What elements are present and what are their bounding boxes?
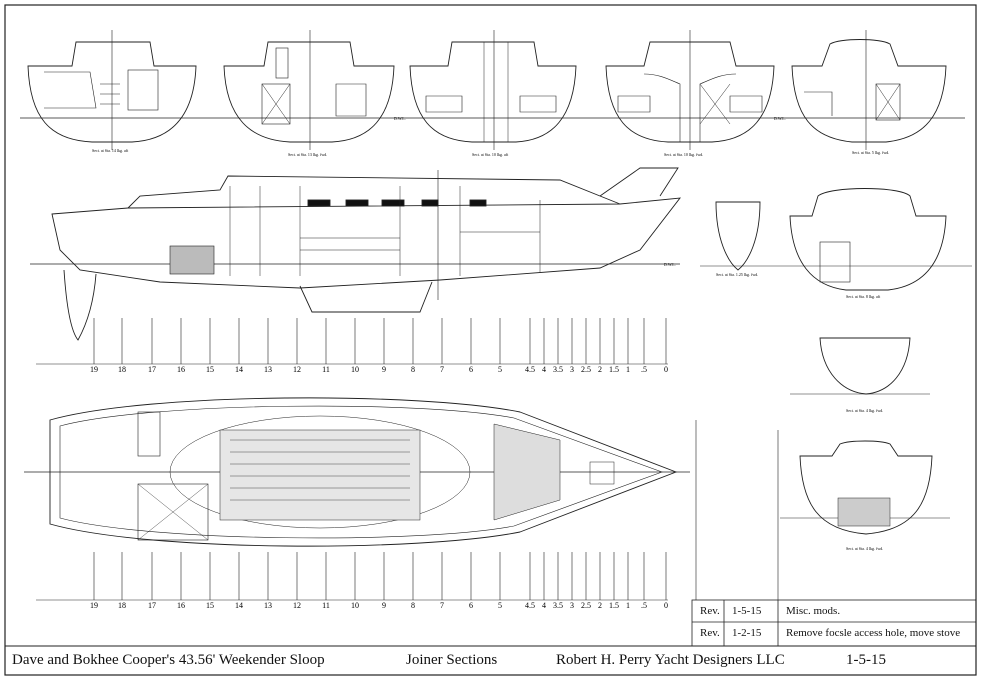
station-label-top: 3.5 xyxy=(553,365,563,374)
station-label-bottom: .5 xyxy=(641,601,647,610)
sheet-title: Joiner Sections xyxy=(406,652,498,668)
station-label-top: 2.5 xyxy=(581,365,591,374)
station-label-bottom: 9 xyxy=(382,601,386,610)
station-label-bottom: 2 xyxy=(598,601,602,610)
station-label-top: 1.5 xyxy=(609,365,619,374)
station-label-top: 11 xyxy=(322,365,330,374)
station-label-bottom: 17 xyxy=(148,601,156,610)
station-label-top: 14 xyxy=(235,365,243,374)
section-sta-5-fwd xyxy=(791,30,947,150)
station-label-bottom: 16 xyxy=(177,601,185,610)
station-label-top: 4.5 xyxy=(525,365,535,374)
dwl-label-top-2: D.W.L. xyxy=(774,116,786,121)
station-label-bottom: 11 xyxy=(322,601,330,610)
station-label-bottom: 8 xyxy=(411,601,415,610)
caption-sta-13-fwd: Sect. at Sta. 13 lkg. fwd. xyxy=(288,152,327,157)
station-label-top: 9 xyxy=(382,365,386,374)
station-label-bottom: 2.5 xyxy=(581,601,591,610)
station-label-bottom: 0 xyxy=(664,601,668,610)
station-label-bottom: 3 xyxy=(570,601,574,610)
caption-sta-10-aft: Sect. at Sta. 10 lkg. aft xyxy=(472,152,509,157)
rev-2-date: 1-2-15 xyxy=(732,627,762,639)
station-label-top: 19 xyxy=(90,365,98,374)
station-label-top: 10 xyxy=(351,365,359,374)
station-label-bottom: 6 xyxy=(469,601,473,610)
profile-view xyxy=(30,167,681,341)
station-label-top: 13 xyxy=(264,365,272,374)
station-label-bottom: 4 xyxy=(542,601,546,610)
top-sections xyxy=(20,30,965,150)
station-label-top: 7 xyxy=(440,365,444,374)
caption-sta-14-aft: Sect. at Sta. 14 lkg. aft xyxy=(92,148,129,153)
station-label-top: 17 xyxy=(148,365,156,374)
section-sta-4-fwd-b xyxy=(799,440,933,535)
revision-block xyxy=(691,420,977,647)
rev-1-date: 1-5-15 xyxy=(732,605,762,617)
station-label-bottom: 1.5 xyxy=(609,601,619,610)
station-label-bottom: 14 xyxy=(235,601,243,610)
station-scale-bottom xyxy=(36,552,668,601)
drawing-date: 1-5-15 xyxy=(846,652,886,668)
caption-sta-5-fwd: Sect. at Sta. 5 lkg. fwd. xyxy=(852,150,889,155)
sheet-border xyxy=(4,4,977,676)
section-sta-1-25 xyxy=(715,201,761,271)
station-label-bottom: 18 xyxy=(118,601,126,610)
caption-sta-1-25: Sect. at Sta. 1.25 lkg. fwd. xyxy=(716,272,758,277)
caption-sta-8-aft: Sect. at Sta. 8 lkg. aft xyxy=(846,294,881,299)
station-label-top: 16 xyxy=(177,365,185,374)
rev-1-label: Rev. xyxy=(700,605,720,617)
station-label-top: 4 xyxy=(542,365,546,374)
station-label-top: 1 xyxy=(626,365,630,374)
station-label-bottom: 5 xyxy=(498,601,502,610)
station-label-bottom: 1 xyxy=(626,601,630,610)
station-scale-top xyxy=(36,318,668,365)
project-title: Dave and Bokhee Cooper's 43.56' Weekende… xyxy=(12,652,325,668)
caption-sta-4-fwd-b: Sect. at Sta. 4 lkg. fwd. xyxy=(846,546,883,551)
caption-sta-4-fwd: Sect. at Sta. 4 lkg. fwd. xyxy=(846,408,883,413)
section-sta-10-aft xyxy=(409,30,577,150)
section-sta-10-fwd xyxy=(605,30,775,150)
caption-sta-10-fwd: Sect. at Sta. 10 lkg. fwd. xyxy=(664,152,703,157)
station-label-bottom: 3.5 xyxy=(553,601,563,610)
station-label-bottom: 19 xyxy=(90,601,98,610)
station-label-top: 2 xyxy=(598,365,602,374)
dwl-label-top: D.W.L. xyxy=(394,116,406,121)
station-label-bottom: 7 xyxy=(440,601,444,610)
station-label-top: 3 xyxy=(570,365,574,374)
station-label-top: 5 xyxy=(498,365,502,374)
section-sta-14-aft xyxy=(27,30,197,150)
station-label-top: 8 xyxy=(411,365,415,374)
station-label-top: .5 xyxy=(641,365,647,374)
section-sta-8-aft xyxy=(789,188,947,291)
station-label-bottom: 4.5 xyxy=(525,601,535,610)
plan-view xyxy=(24,397,690,547)
station-label-bottom: 10 xyxy=(351,601,359,610)
rev-2-note: Remove focsle access hole, move stove xyxy=(786,627,961,639)
station-label-bottom: 15 xyxy=(206,601,214,610)
section-sta-13-fwd xyxy=(223,30,395,150)
section-sta-4-fwd xyxy=(819,337,911,395)
station-label-top: 6 xyxy=(469,365,473,374)
station-label-bottom: 13 xyxy=(264,601,272,610)
dwl-label-profile: D.W.L. xyxy=(664,262,676,267)
station-label-top: 15 xyxy=(206,365,214,374)
rev-1-note: Misc. mods. xyxy=(786,605,841,617)
deck-outline xyxy=(49,397,678,547)
station-label-bottom: 12 xyxy=(293,601,301,610)
station-label-top: 0 xyxy=(664,365,668,374)
station-label-top: 18 xyxy=(118,365,126,374)
rev-2-label: Rev. xyxy=(700,627,720,639)
right-sections xyxy=(700,188,972,535)
designer-name: Robert H. Perry Yacht Designers LLC xyxy=(556,652,785,668)
station-label-top: 12 xyxy=(293,365,301,374)
